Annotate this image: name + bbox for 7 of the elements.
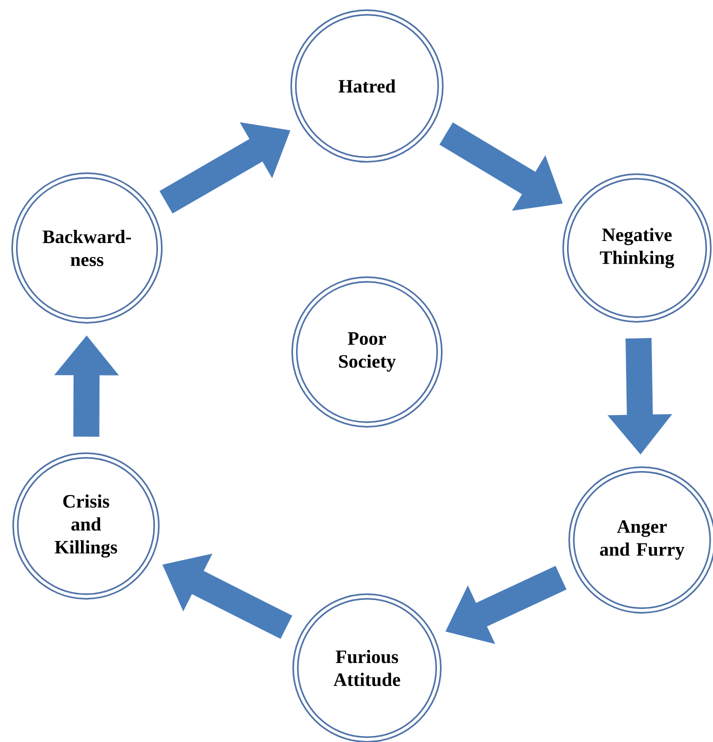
- circle-node: Hatred: [290, 9, 444, 163]
- circle-node: Negative Thinking: [562, 173, 712, 323]
- circle-node: Furious Attitude: [292, 593, 442, 742]
- circle-node: Backward-ness: [11, 172, 163, 324]
- circle-node: Poor Society: [291, 276, 443, 428]
- circle-node: Crisis and Killings: [12, 452, 160, 600]
- circle-node: Anger and Furry: [568, 466, 713, 614]
